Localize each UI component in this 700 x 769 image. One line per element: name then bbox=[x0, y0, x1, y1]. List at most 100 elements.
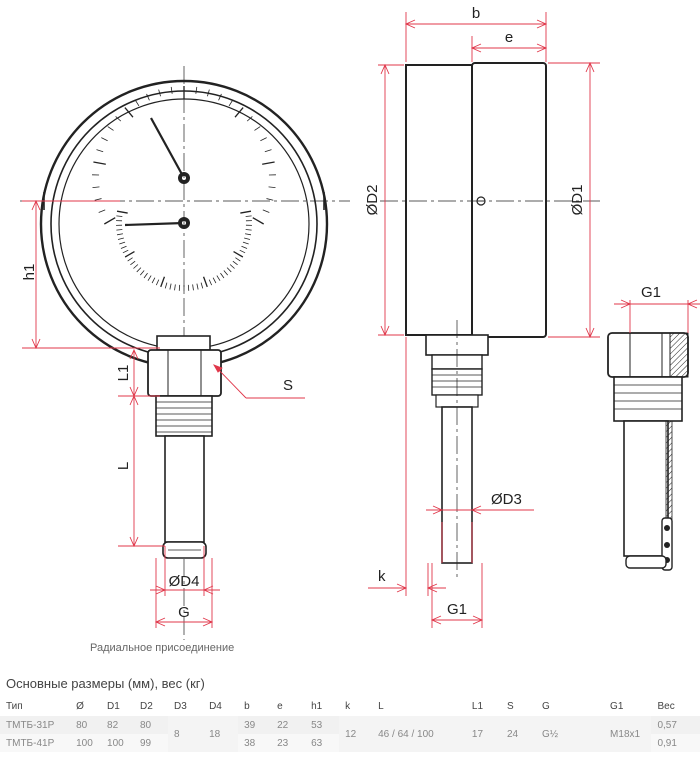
cell-type: ТМТБ-31Р bbox=[0, 716, 71, 734]
col-header: G1 bbox=[610, 700, 624, 712]
scale-tick bbox=[234, 107, 244, 118]
col-header: D1 bbox=[107, 700, 120, 712]
col-header: G bbox=[542, 700, 550, 712]
scale-tick bbox=[101, 137, 108, 142]
cell-d3: 8 bbox=[168, 716, 204, 752]
table-title: Основные размеры (мм), вес (кг) bbox=[6, 676, 205, 691]
dim-b: b bbox=[472, 5, 480, 22]
scale-tick bbox=[122, 249, 129, 254]
scale-tick bbox=[170, 86, 173, 94]
scale-tick bbox=[207, 89, 210, 97]
scale-tick bbox=[116, 229, 123, 231]
cell-weight: 0,91 bbox=[651, 734, 700, 752]
gauge-side-view bbox=[380, 62, 600, 580]
scale-tick bbox=[93, 161, 106, 165]
cell-d: 80 bbox=[70, 716, 102, 734]
scale-tick bbox=[268, 186, 276, 189]
dim-d4: ØD4 bbox=[169, 573, 200, 590]
scale-tick bbox=[174, 284, 176, 291]
scale-tick bbox=[164, 282, 168, 289]
technical-drawing: h1 L1 L S ØD4 G bbox=[20, 5, 700, 640]
cell-s: 24 bbox=[500, 716, 537, 752]
scale-tick bbox=[260, 137, 267, 142]
scale-tick bbox=[244, 237, 251, 240]
scale-tick bbox=[116, 233, 124, 236]
scale-tick bbox=[223, 270, 229, 276]
dim-l1: L1 bbox=[115, 365, 132, 382]
scale-tick bbox=[264, 149, 272, 153]
col-header: D2 bbox=[140, 700, 153, 712]
dim-g1-side: G1 bbox=[447, 601, 467, 618]
col-header: D3 bbox=[174, 700, 187, 712]
scale-tick bbox=[202, 276, 208, 288]
scale-tick bbox=[235, 257, 241, 262]
scale-tick bbox=[232, 260, 238, 266]
scale-tick bbox=[146, 93, 150, 101]
col-header: Ø bbox=[76, 700, 84, 712]
cell-d: 100 bbox=[70, 734, 102, 752]
scale-tick bbox=[115, 116, 122, 122]
scale-tick bbox=[94, 198, 102, 201]
scale-tick bbox=[160, 276, 166, 288]
gauge-front-view bbox=[20, 66, 350, 640]
scale-tick bbox=[254, 126, 261, 131]
col-header: D4 bbox=[209, 700, 222, 712]
scale-tick bbox=[119, 241, 126, 245]
dim-d1: ØD1 bbox=[569, 185, 586, 216]
table-row: ТМТБ-41Р 100 100 99 38 23 63 0,91 bbox=[0, 734, 700, 752]
thermo-stem bbox=[164, 435, 205, 543]
cell-b: 38 bbox=[238, 734, 272, 752]
drawing-caption: Радиальное присоединение bbox=[90, 642, 235, 654]
scale-tick bbox=[169, 283, 172, 290]
scale-tick bbox=[116, 215, 123, 217]
scale-tick bbox=[124, 251, 135, 258]
scale-tick bbox=[252, 217, 264, 225]
cell-k: 12 bbox=[339, 716, 373, 752]
col-header: k bbox=[345, 700, 351, 712]
scale-tick bbox=[155, 279, 160, 286]
scale-tick bbox=[242, 241, 249, 245]
col-header: S bbox=[506, 700, 514, 712]
scale-tick bbox=[229, 264, 235, 269]
scale-tick bbox=[239, 249, 246, 254]
dim-d3: ØD3 bbox=[491, 491, 522, 508]
col-header: L bbox=[378, 700, 384, 712]
cell-h1: 53 bbox=[305, 716, 340, 734]
cell-b: 39 bbox=[238, 716, 272, 734]
scale-tick bbox=[192, 284, 194, 291]
cell-type: ТМТБ-41Р bbox=[0, 734, 71, 752]
scale-tick bbox=[195, 86, 198, 94]
cell-e: 22 bbox=[271, 716, 306, 734]
scale-tick bbox=[120, 245, 127, 249]
dim-s: S bbox=[283, 377, 293, 394]
cell-h1: 63 bbox=[305, 734, 340, 752]
scale-tick bbox=[216, 275, 221, 281]
scale-tick bbox=[262, 209, 270, 213]
cell-e: 23 bbox=[271, 734, 306, 752]
scale-tick bbox=[218, 93, 222, 101]
cell-weight: 0,57 bbox=[651, 716, 700, 734]
detail-dimensions bbox=[614, 299, 700, 333]
col-header: L1 bbox=[471, 700, 484, 712]
scale-tick bbox=[133, 264, 139, 269]
scale-tick bbox=[220, 272, 225, 279]
scale-tick bbox=[245, 229, 252, 231]
scale-tick bbox=[262, 161, 275, 165]
scale-tick bbox=[104, 217, 116, 225]
scale-tick bbox=[228, 99, 234, 107]
scale-tick bbox=[241, 245, 248, 249]
scale-tick bbox=[130, 260, 136, 266]
cell-l1: 17 bbox=[465, 716, 501, 752]
cell-d2: 80 bbox=[134, 716, 169, 734]
scale-tick bbox=[143, 272, 148, 279]
cell-g1: M18x1 bbox=[604, 716, 652, 752]
col-header: b bbox=[244, 700, 250, 712]
side-dimensions bbox=[368, 12, 600, 628]
thermowell-detail bbox=[607, 332, 689, 571]
dim-g: G bbox=[178, 604, 190, 621]
cell-d2: 99 bbox=[134, 734, 169, 752]
table-header-row: Тип Ø D1 D2 D3 D4 b e h1 k L L1 S G G1 В… bbox=[0, 696, 700, 716]
scale-tick bbox=[245, 215, 252, 217]
scale-tick bbox=[116, 210, 128, 214]
scale-tick bbox=[233, 251, 244, 258]
